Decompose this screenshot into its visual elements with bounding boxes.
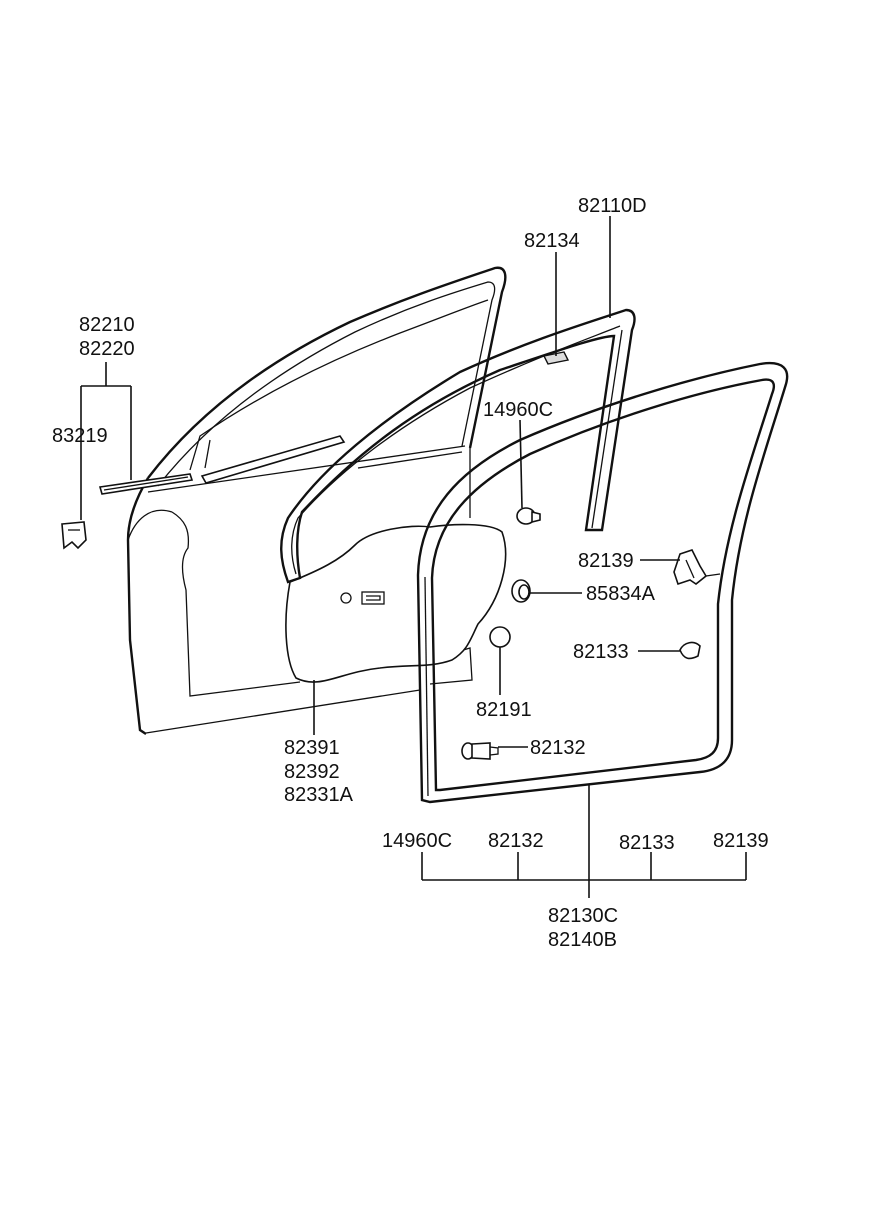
label-85834a: 85834A <box>586 583 656 605</box>
label-14960c: 14960C <box>483 399 553 421</box>
label-82132: 82132 <box>530 737 586 759</box>
clip-14960c-part <box>516 507 541 525</box>
door-panel <box>126 266 507 735</box>
label-82191: 82191 <box>476 699 532 721</box>
fastener-82133-part <box>679 641 701 660</box>
vapor-barrier-sheet <box>285 523 507 683</box>
label-82139: 82139 <box>578 550 634 572</box>
label-82130c: 82130C <box>548 905 618 927</box>
door-weatherstrip <box>416 361 789 804</box>
leader-lines <box>80 216 747 898</box>
part-labels: 82210 82220 83219 82110D 82134 14960C 82… <box>52 195 769 951</box>
label-82392: 82392 <box>284 761 340 783</box>
label-82210: 82210 <box>79 314 135 336</box>
grommet-82191-part <box>489 626 511 648</box>
trim-clip-82132-part <box>461 742 499 760</box>
label-82134: 82134 <box>524 230 580 252</box>
door-frame-seal <box>280 308 636 584</box>
label-82391: 82391 <box>284 737 340 759</box>
label-82110d: 82110D <box>578 195 647 217</box>
retainer-82139-part <box>673 549 721 586</box>
plug-85834a-part <box>511 579 531 603</box>
label-82133: 82133 <box>573 641 629 663</box>
label-83219: 83219 <box>52 425 108 447</box>
label-kit-14960c: 14960C <box>382 830 452 852</box>
label-kit-82132: 82132 <box>488 830 544 852</box>
label-82331a: 82331A <box>284 784 354 806</box>
label-82220: 82220 <box>79 338 135 360</box>
label-kit-82139: 82139 <box>713 830 769 852</box>
label-82140b: 82140B <box>548 929 617 951</box>
belt-molding-clip-part <box>61 521 87 550</box>
label-kit-82133: 82133 <box>619 832 675 854</box>
belt-molding-strip <box>98 473 194 495</box>
